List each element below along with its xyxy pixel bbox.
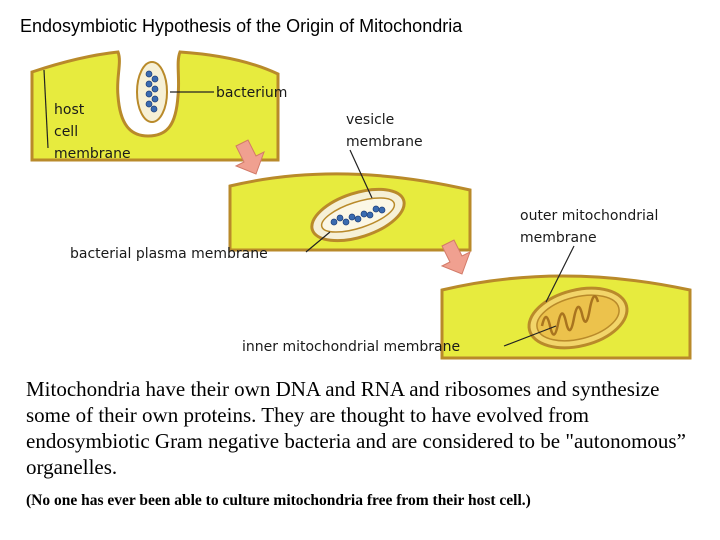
step-arrow-2 [440, 239, 471, 275]
engulfed-bacterium [136, 61, 168, 123]
vesicle-membrane-pointer [349, 149, 373, 199]
bacterial-plasma-membrane-label: bacterial plasma membrane [70, 246, 268, 262]
plasma-membrane-pointer [305, 231, 331, 253]
page-title: Endosymbiotic Hypothesis of the Origin o… [20, 16, 463, 36]
panel-engulfment: bacterium host cell membrane [30, 50, 287, 162]
inner-membrane-pointer [503, 325, 557, 347]
outer-membrane-pointer [545, 245, 575, 303]
bacterial-dna-2 [330, 205, 386, 226]
step-arrow-1 [234, 139, 265, 175]
outer-mitochondrial-label: outer mitochondrial [520, 208, 658, 224]
bacterium-label: bacterium [216, 85, 287, 101]
membrane-label-1: membrane [54, 146, 131, 162]
bacterial-dna-1 [145, 70, 159, 113]
endosymbiosis-diagram: bacterium host cell membrane vesicle mem… [30, 50, 692, 360]
host-membrane-pointer [43, 69, 49, 149]
vesicle-membrane-label: membrane [346, 134, 423, 150]
inner-mitochondrial-membrane-label: inner mitochondrial membrane [242, 339, 460, 355]
body-paragraph: Mitochondria have their own DNA and RNA … [26, 377, 686, 479]
host-cell-1 [30, 50, 280, 162]
cell-label: cell [54, 124, 78, 140]
outer-membrane-label: membrane [520, 230, 597, 246]
vesicle-label: vesicle [346, 112, 394, 128]
panel-vesicle: vesicle membrane bacterial plasma membra… [70, 112, 472, 262]
host-label: host [54, 102, 85, 118]
footnote: (No one has ever been able to culture mi… [26, 492, 531, 509]
panel-mitochondrion: outer mitochondrial membrane inner mitoc… [242, 208, 692, 360]
